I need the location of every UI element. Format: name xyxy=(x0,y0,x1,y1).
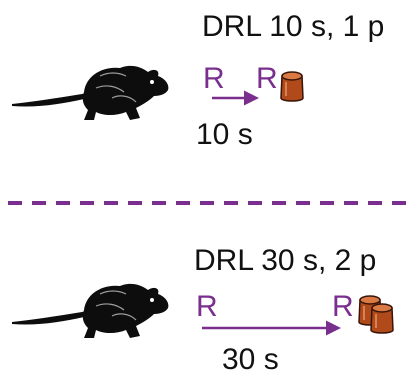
rat-icon xyxy=(11,65,169,121)
delay-label: 10 s xyxy=(196,118,253,151)
schedule-label: DRL 30 s, 2 p xyxy=(194,244,377,277)
food-pellet-icon xyxy=(280,71,304,102)
response-second-label: R xyxy=(256,62,278,95)
schedule-label: DRL 10 s, 1 p xyxy=(202,10,385,43)
food-pellet-icon xyxy=(370,303,394,334)
delay-label: 30 s xyxy=(222,343,279,376)
response-first-label: R xyxy=(203,62,225,95)
response-first-label: R xyxy=(196,290,218,323)
rat-icon xyxy=(11,283,169,339)
response-second-label: R xyxy=(332,290,354,323)
